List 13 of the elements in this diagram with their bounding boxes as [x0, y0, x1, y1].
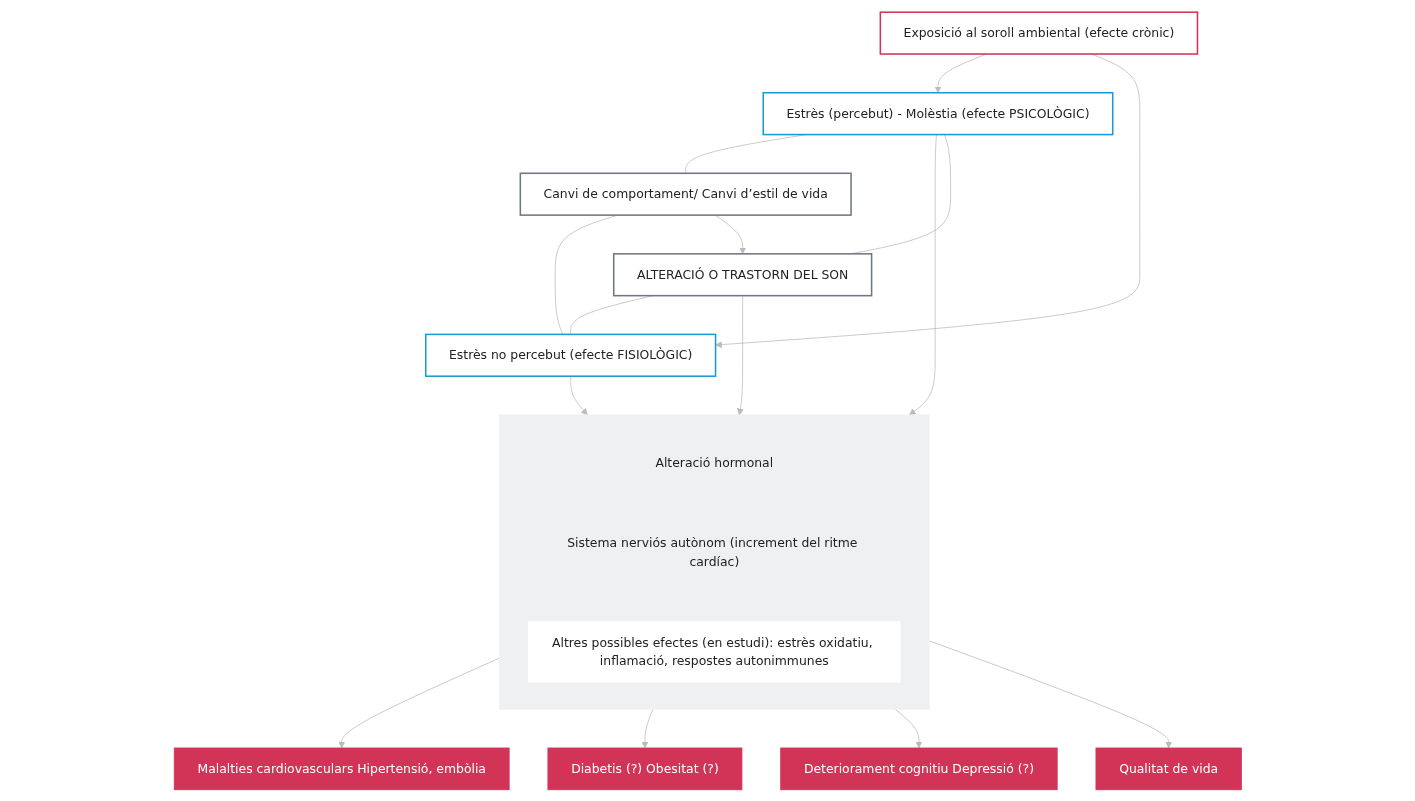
node-box: Malalties cardiovasculars Hipertensió, embòlia [173, 747, 510, 790]
node-box: ALTERACIÓ O TRASTORN DEL SON [612, 252, 873, 296]
node-box: Estrès (percebut) - Molèstia (efecte PSICOLÒGIC) [762, 91, 1114, 135]
node-box: Qualitat de vida [1095, 747, 1242, 790]
connector [554, 214, 618, 335]
node-box: Diabetis (?) Obesitat (?) [547, 747, 743, 790]
node-box: Exposició al soroll ambiental (efecte crònic) [879, 10, 1198, 55]
node-text: Alteració hormonal [655, 454, 773, 470]
node-box: Canvi de comportament/ Canvi d’estil de vida [519, 172, 852, 216]
cluster [498, 414, 930, 710]
node-box: Estrès no percebut (efecte FISIOLÒGIC) [424, 333, 716, 377]
node-text: Sistema nerviós autònom (increment del ritme cardíac) [566, 535, 858, 569]
node-box: Deteriorament cognitiu Depressió (?) [780, 747, 1058, 790]
